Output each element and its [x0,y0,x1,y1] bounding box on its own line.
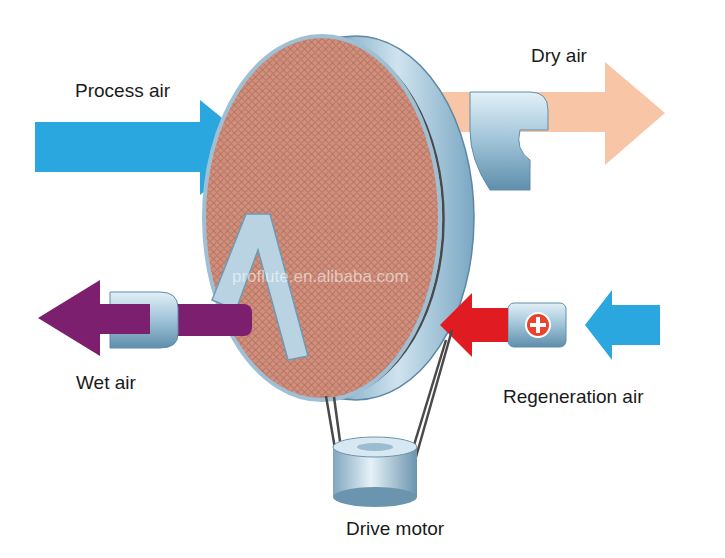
watermark: proflute.en.alibaba.com [232,267,409,287]
flow-label: Regeneration air [503,386,643,409]
part-name: Drive motor [346,518,444,541]
flow-label: Dry air [531,45,587,68]
flow-label: Process air [75,80,170,103]
flow-label: Wet air [76,372,136,395]
